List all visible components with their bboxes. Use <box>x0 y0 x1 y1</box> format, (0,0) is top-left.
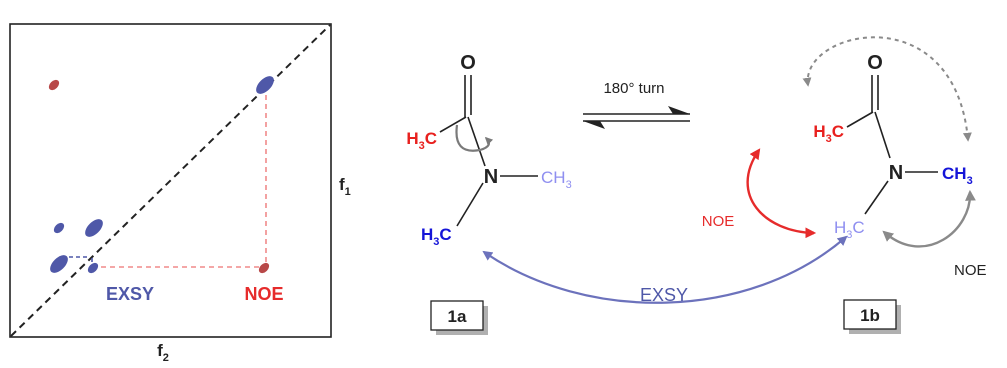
noe-right-label: NOE <box>954 262 987 279</box>
atom-1b-o: O <box>867 52 883 74</box>
bond-1b-n-methyl-lower <box>864 180 889 215</box>
peak-offdiagonal-red <box>48 79 60 91</box>
peak-exsy-cross <box>87 262 99 274</box>
reverse-arrow-head-icon <box>583 121 605 129</box>
equilibrium-label: 180° turn <box>603 80 664 97</box>
group-1a-acetyl-methyl: H3C <box>406 129 437 152</box>
bond-1a-n-methyl-lower <box>456 182 484 227</box>
group-1b-acetyl-methyl: H3C <box>813 122 844 145</box>
structure-1b: O N H3C CH3 H3C NOE NOE 1b <box>702 36 987 334</box>
axis-f2-label: f2 <box>157 341 169 364</box>
bond-1a-c-methyl <box>439 116 467 133</box>
noe-left-label: NOE <box>702 213 735 230</box>
axis-f1-label: f1 <box>339 175 351 198</box>
peak-diagonal-bottom <box>50 255 68 273</box>
group-1b-n-methyl-lower: H3C <box>834 218 865 241</box>
noe-gray-arrow-icon <box>882 189 976 248</box>
spectrum-2d: EXSY NOE f1 f2 <box>9 23 351 364</box>
spectrum-diagonal <box>10 24 331 337</box>
rotation-arrow-icon <box>455 124 494 152</box>
bond-1a-c-n <box>467 116 486 167</box>
label-1b: 1b <box>860 306 880 325</box>
group-1a-n-methyl-lower: H3C <box>421 225 452 248</box>
peak-cross-small <box>53 222 65 234</box>
atom-1b-n: N <box>889 162 903 184</box>
forward-arrow-head-icon <box>668 106 690 114</box>
bond-1b-c-methyl <box>846 111 874 128</box>
atom-1a-n: N <box>484 166 498 188</box>
structure-1a: O N H3C CH3 H3C 1a <box>406 52 572 335</box>
group-1b-n-methyl-right: CH3 <box>942 164 973 187</box>
noe-red-arrow-icon <box>746 148 817 239</box>
peak-noe-cross <box>258 262 270 274</box>
equilibrium-arrows: 180° turn <box>583 80 690 129</box>
label-1a: 1a <box>448 307 467 326</box>
label-1a-box <box>430 300 484 331</box>
exsy-exchange: EXSY <box>482 235 848 305</box>
exsy-arrow-icon <box>482 235 848 304</box>
atom-1a-o: O <box>460 52 476 74</box>
bond-1b-c-n <box>874 111 891 159</box>
exsy-label: EXSY <box>640 285 688 305</box>
spectrum-exsy-label: EXSY <box>106 284 154 304</box>
label-1b-box <box>843 299 897 330</box>
peak-diagonal-top <box>256 76 274 94</box>
spectrum-frame <box>9 23 332 338</box>
group-1a-n-methyl-right: CH3 <box>541 168 572 191</box>
spectrum-noe-label: NOE <box>244 284 283 304</box>
noe-dashed-arc-icon <box>802 36 972 142</box>
peak-diagonal-middle <box>85 219 103 237</box>
